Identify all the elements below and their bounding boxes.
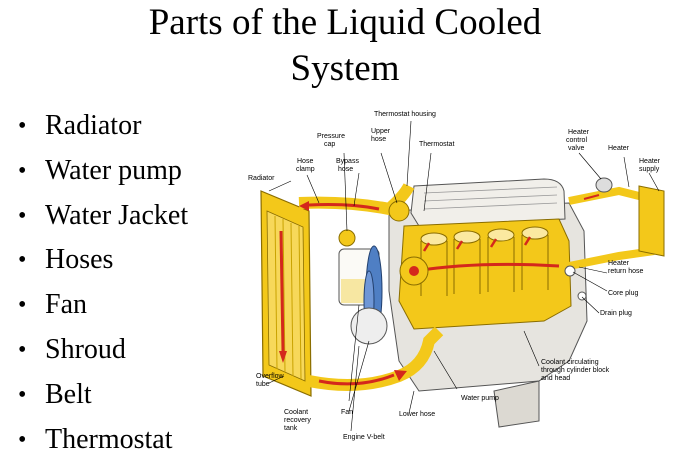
water-jacket xyxy=(398,218,572,330)
bullet-icon: • xyxy=(18,113,27,139)
label-drain-plug: Drain plug xyxy=(600,310,632,317)
bullet-icon: • xyxy=(18,247,27,274)
list-item: •Fan xyxy=(18,283,188,328)
label-pressure-cap-2: cap xyxy=(324,141,335,148)
label-heater-control-valve: Heater xyxy=(568,129,590,136)
label-radiator: Radiator xyxy=(248,175,275,182)
label-overflow-tube: Overflow xyxy=(256,373,285,380)
label-coolant-circulating-2: through cylinder block xyxy=(541,367,610,374)
list-item: •Water pump xyxy=(18,149,188,194)
label-heater-return-hose: Heater xyxy=(608,260,630,267)
label-lower-hose: Lower hose xyxy=(399,411,435,418)
list-item: •Water Jacket xyxy=(18,194,188,239)
label-heater-control-valve-3: valve xyxy=(568,145,584,152)
label-coolant-recovery-tank-2: recovery xyxy=(284,417,311,424)
label-heater-control-valve-2: control xyxy=(566,137,587,144)
label-thermostat-housing: Thermostat housing xyxy=(374,111,436,118)
radiator xyxy=(260,190,312,397)
list-item: •Thermostat xyxy=(18,418,188,462)
label-coolant-recovery-tank-3: tank xyxy=(284,425,298,432)
bullet-icon: • xyxy=(18,381,27,408)
label-fan: Fan xyxy=(341,409,353,416)
label-hose-clamp: Hose xyxy=(297,158,313,165)
parts-list: •Radiator •Water pump •Water Jacket •Hos… xyxy=(18,104,188,462)
label-heater-return-hose-2: return hose xyxy=(608,268,644,275)
label-coolant-circulating-3: and head xyxy=(541,375,570,382)
diagram-labels: Thermostat housing Upper hose Pressure c… xyxy=(248,111,661,441)
heater-core xyxy=(568,177,665,270)
label-overflow-tube-2: tube xyxy=(256,381,270,388)
label-thermostat: Thermostat xyxy=(419,141,454,148)
label-bypass-hose: Bypass xyxy=(336,158,359,165)
bullet-icon: • xyxy=(18,157,27,184)
leader-lines xyxy=(268,120,660,432)
label-upper-hose-2: hose xyxy=(371,136,386,143)
title-line-1: Parts of the Liquid Cooled xyxy=(148,2,542,43)
list-item: •Radiator xyxy=(18,104,188,149)
list-item: •Belt xyxy=(18,373,188,418)
cooling-system-diagram: Thermostat housing Upper hose Pressure c… xyxy=(239,91,677,451)
fan xyxy=(350,245,388,345)
label-heater: Heater xyxy=(608,145,630,152)
list-item: •Hoses xyxy=(18,238,188,283)
label-upper-hose: Upper xyxy=(371,128,391,135)
label-hose-clamp-2: clamp xyxy=(296,166,315,173)
label-water-pump: Water pump xyxy=(461,395,499,402)
bullet-icon: • xyxy=(18,336,27,363)
list-item: •Shroud xyxy=(18,328,188,373)
lower-hose xyxy=(307,256,444,391)
upper-hose xyxy=(298,183,415,247)
label-engine-vbelt: Engine V-belt xyxy=(343,434,385,441)
label-bypass-hose-2: hose xyxy=(338,166,353,173)
label-heater-supply: Heater xyxy=(639,158,661,165)
label-coolant-recovery-tank: Coolant xyxy=(284,409,308,416)
bullet-icon: • xyxy=(18,292,27,319)
label-coolant-circulating: Coolant circulating xyxy=(541,359,599,366)
bullet-icon: • xyxy=(18,426,27,453)
title-line-2: System xyxy=(290,48,400,89)
core-plugs xyxy=(564,265,587,301)
label-core-plug: Core plug xyxy=(608,290,638,297)
label-pressure-cap: Pressure xyxy=(317,133,345,140)
bullet-icon: • xyxy=(18,202,27,229)
label-heater-supply-2: supply xyxy=(639,166,660,173)
slide-title: Parts of the Liquid Cooled System xyxy=(0,0,680,92)
